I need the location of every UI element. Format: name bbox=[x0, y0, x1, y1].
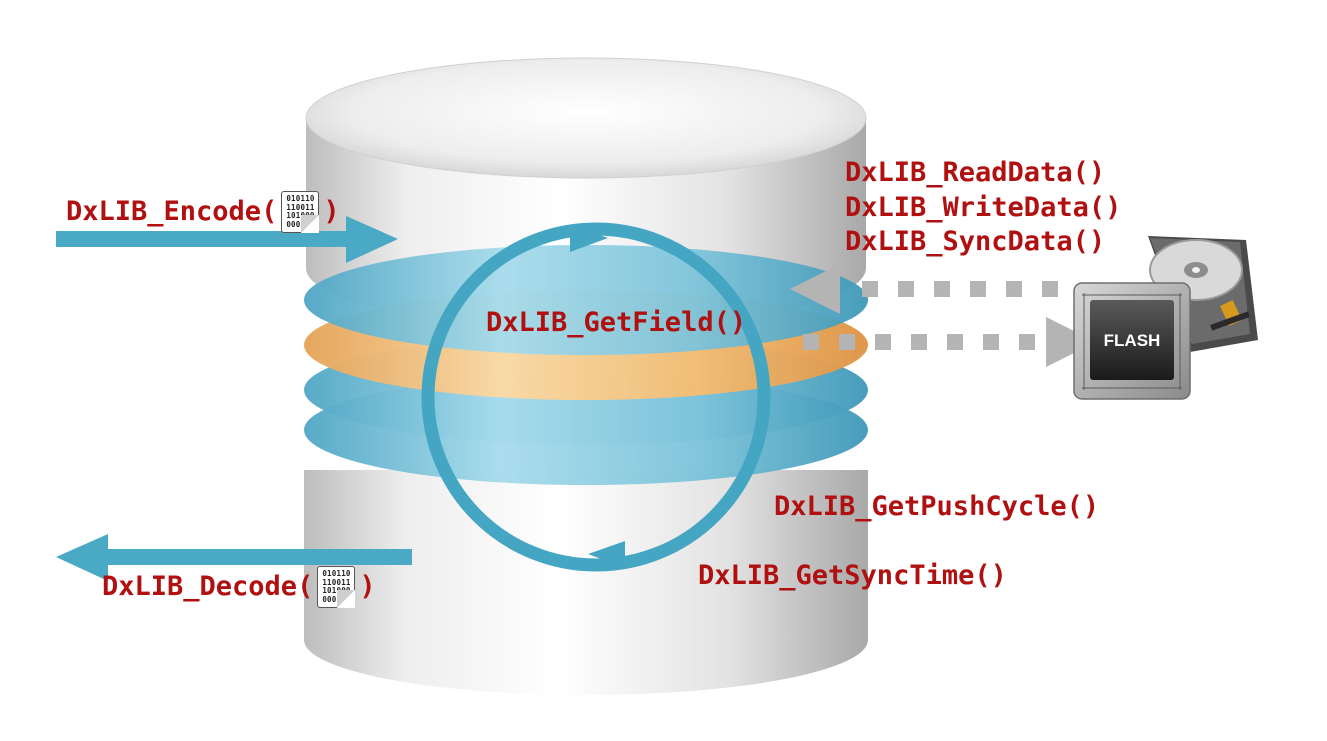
get-push-cycle-label: DxLIB_GetPushCycle() bbox=[774, 491, 1100, 522]
cycle-arrowhead-top bbox=[570, 225, 608, 252]
cylinder-bottom-segment bbox=[304, 470, 868, 695]
sync-data-label: DxLIB_SyncData() bbox=[845, 226, 1106, 257]
write-data-label: DxLIB_WriteData() bbox=[845, 192, 1122, 223]
decode-label-prefix: DxLIB_Decode( bbox=[102, 571, 314, 602]
read-transfer-arrow bbox=[790, 264, 1058, 314]
database-cylinder bbox=[304, 57, 868, 695]
decode-label-suffix: ) bbox=[359, 571, 376, 602]
hard-drive-icon bbox=[1148, 236, 1258, 352]
flash-chip-label: FLASH bbox=[1104, 331, 1161, 350]
read-data-label: DxLIB_ReadData() bbox=[845, 157, 1106, 188]
cycle-arrowhead-bottom bbox=[588, 541, 625, 568]
decode-arrow bbox=[56, 534, 412, 581]
encode-label-prefix: DxLIB_Encode( bbox=[66, 196, 278, 227]
encode-label-suffix: ) bbox=[323, 196, 340, 227]
cylinder-top-cap bbox=[305, 57, 867, 179]
get-field-label: DxLIB_GetField() bbox=[486, 307, 747, 338]
get-sync-time-label: DxLIB_GetSyncTime() bbox=[698, 560, 1007, 591]
cycle-arrow bbox=[421, 222, 771, 572]
write-transfer-arrow bbox=[803, 317, 1096, 367]
flash-chip-icon: FLASH bbox=[1073, 282, 1191, 400]
encode-arrow bbox=[56, 216, 398, 263]
